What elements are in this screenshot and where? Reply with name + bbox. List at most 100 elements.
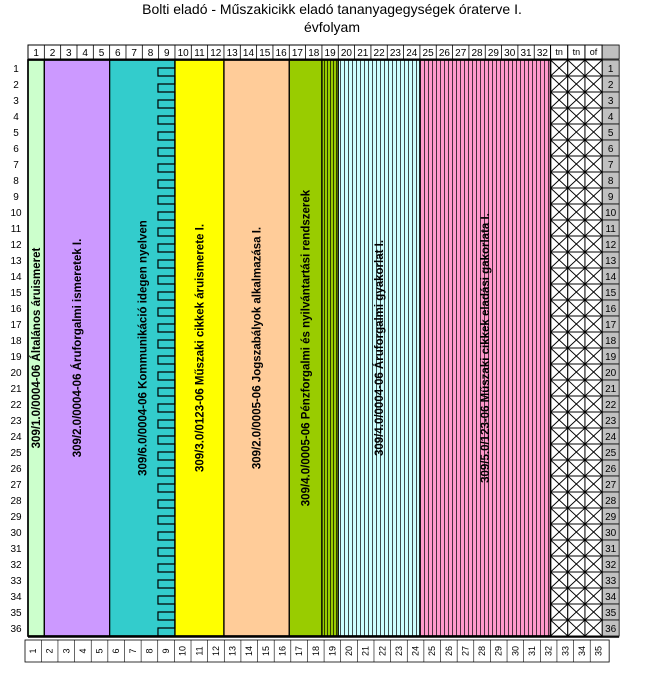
cross-line [584,603,603,621]
bottom-label: 28 [477,646,487,656]
cross-line [550,507,569,525]
index-number: 19 [605,352,617,363]
bottom-label: 22 [377,646,387,656]
cross-line [584,251,603,269]
bottom-label: 33 [560,646,570,656]
cross-line [567,187,586,205]
cross-line [550,123,569,141]
header-col-label: 28 [472,48,484,59]
index-number: 26 [605,464,617,475]
row-number: 21 [10,384,22,395]
cross-line [550,443,569,461]
cross-line [584,491,603,509]
cross-line [584,91,603,109]
cross-line [550,139,569,157]
cross-line [567,347,586,365]
bottom-label: 29 [494,646,504,656]
bottom-label: 14 [244,646,254,656]
bottom-label: 17 [294,646,304,656]
row-number: 9 [13,192,19,203]
cross-line [567,571,586,589]
cross-line [584,539,603,557]
cross-line [567,283,586,301]
cross-line [550,283,569,301]
row-number: 29 [10,512,22,523]
cross-line [567,59,586,77]
row-number: 24 [10,432,22,443]
row-number: 19 [10,352,22,363]
cross-line [584,555,603,573]
block-label: 309/5.0/123-06 Műszaki cikkek eladási ga… [480,213,492,483]
index-number: 10 [605,208,617,219]
header-col-label: 18 [308,48,320,59]
cross-line [584,315,603,333]
block-label: 309/3.0/0123-06 Műszaki cikkek áruismere… [194,224,206,472]
bottom-label: 21 [361,646,371,656]
cross-line [550,107,569,125]
cross-line [584,571,603,589]
cross-line [550,251,569,269]
index-number: 34 [605,592,617,603]
block-label: 309/2.0/0004-06 Áruforgalmi ismeretek I. [71,239,84,458]
cross-line [567,363,586,381]
cross-line [567,555,586,573]
cross-line [584,427,603,445]
bottom-label: 6 [111,648,121,653]
cross-line [567,475,586,493]
row-number: 22 [10,400,22,411]
row-number: 14 [10,272,22,283]
index-number: 12 [605,240,617,251]
index-number: 25 [605,448,617,459]
title-line-2: évfolyam [303,19,361,35]
bottom-label: 4 [78,648,88,653]
cross-line [584,443,603,461]
bottom-label: 12 [211,646,221,656]
index-number: 7 [608,160,614,171]
cross-line [584,187,603,205]
cross-line [584,203,603,221]
row-number: 30 [10,528,22,539]
index-number: 17 [605,320,617,331]
cross-line [584,171,603,189]
header-col-label: 16 [276,48,288,59]
bottom-label: 23 [394,646,404,656]
header-col-label: 20 [341,48,353,59]
index-number: 28 [605,496,617,507]
row-number: 11 [11,224,22,235]
header-col-label: 27 [455,48,467,59]
subject-block [321,59,339,637]
index-number: 8 [608,176,614,187]
cross-line [584,395,603,413]
cross-line [567,459,586,477]
bottom-label: 26 [444,646,454,656]
header-col-label: 32 [537,48,549,59]
header-col-label: 23 [390,48,402,59]
cross-line [567,91,586,109]
cross-line [567,379,586,397]
cross-line [567,539,586,557]
bottom-label: 20 [344,646,354,656]
row-number: 13 [10,256,22,267]
index-number: 14 [605,272,617,283]
index-number: 5 [608,128,614,139]
cross-line [550,267,569,285]
index-number: 36 [605,624,617,635]
cross-line [550,235,569,253]
grid-frame [27,59,552,637]
row-number: 33 [10,576,22,587]
cross-line [550,59,569,77]
header-col-label: 29 [488,48,500,59]
cross-line [567,139,586,157]
header-col-label: 7 [131,48,137,59]
cross-line [584,155,603,173]
title-line-1: Bolti eladó - Műszakicikk eladó tananyag… [142,1,522,17]
bottom-label: 8 [144,648,154,653]
extra-header-label: tn [573,47,581,57]
subject-block [174,59,225,637]
bottom-label: 30 [510,646,520,656]
cross-line [550,347,569,365]
cross-line [550,539,569,557]
cross-line [584,587,603,605]
cross-line [584,331,603,349]
header-col-label: 10 [178,48,190,59]
